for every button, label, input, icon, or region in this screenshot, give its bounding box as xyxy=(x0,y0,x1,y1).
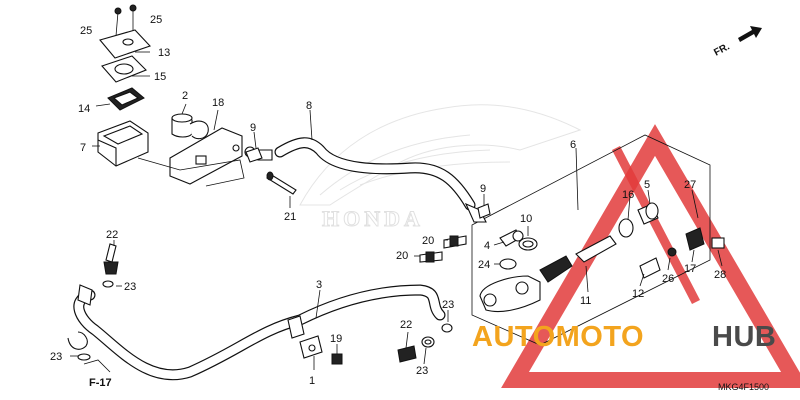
bracket-group xyxy=(169,113,273,185)
brand-watermark-text: HONDA xyxy=(322,206,424,231)
callout-17: 17 xyxy=(684,263,696,275)
callout-24: 24 xyxy=(478,259,490,271)
reservoir-cap-group xyxy=(97,4,151,167)
callout-9-right: 9 xyxy=(480,183,486,195)
callout-25-right: 25 xyxy=(150,14,162,26)
fasteners xyxy=(77,235,467,365)
callout-1: 1 xyxy=(309,375,315,387)
callout-19: 19 xyxy=(330,333,342,345)
logo-text-automoto: AUTOMOTO xyxy=(472,321,644,353)
automotohub-wordmark: AUTOMOTO HUB xyxy=(472,321,776,353)
callout-9-left: 9 xyxy=(250,122,256,134)
callout-11: 11 xyxy=(580,295,591,307)
callout-16: 16 xyxy=(622,189,634,201)
callout-4: 4 xyxy=(484,240,490,252)
front-direction-label: FR. xyxy=(712,41,732,58)
callout-21: 21 xyxy=(284,211,296,223)
part-callouts: 25 25 13 15 14 7 2 18 9 8 21 9 6 10 4 24… xyxy=(50,14,726,387)
callout-12: 12 xyxy=(632,288,644,300)
callout-23-bottom: 23 xyxy=(50,351,62,363)
callout-23-mid: 23 xyxy=(442,299,454,311)
callout-22-right: 22 xyxy=(400,319,412,331)
clips-9 xyxy=(245,147,491,219)
master-cylinder xyxy=(479,189,725,313)
callout-7: 7 xyxy=(80,142,86,154)
assembly-6-box xyxy=(471,134,711,346)
callout-6: 6 xyxy=(570,139,576,151)
callout-18: 18 xyxy=(212,97,224,109)
callout-15: 15 xyxy=(154,71,166,83)
callout-22-left: 22 xyxy=(106,229,118,241)
callout-3: 3 xyxy=(316,279,322,291)
brand-wing-watermark: HONDA xyxy=(299,104,582,232)
callout-26: 26 xyxy=(662,273,674,285)
callout-5: 5 xyxy=(644,179,650,191)
logo-text-hub: HUB xyxy=(712,321,776,353)
reference-label: F-17 xyxy=(89,377,112,389)
callout-10: 10 xyxy=(520,213,532,225)
callout-23-left: 23 xyxy=(124,281,136,293)
callout-14: 14 xyxy=(78,103,90,115)
front-direction-indicator: FR. xyxy=(712,26,762,59)
hose-3 xyxy=(67,284,446,381)
callout-20-lower: 20 xyxy=(396,250,408,262)
callout-8: 8 xyxy=(306,100,312,112)
callout-25-left: 25 xyxy=(80,25,92,37)
bolt-21 xyxy=(266,171,297,195)
callout-27: 27 xyxy=(684,179,696,191)
callout-2: 2 xyxy=(182,90,188,102)
callout-23-lower: 23 xyxy=(416,365,428,377)
callout-28: 28 xyxy=(714,269,726,281)
diagram-code: MKG4F1500 xyxy=(718,382,769,392)
callout-13: 13 xyxy=(158,47,170,59)
leader-lines xyxy=(70,51,723,373)
callout-20-upper: 20 xyxy=(422,235,434,247)
